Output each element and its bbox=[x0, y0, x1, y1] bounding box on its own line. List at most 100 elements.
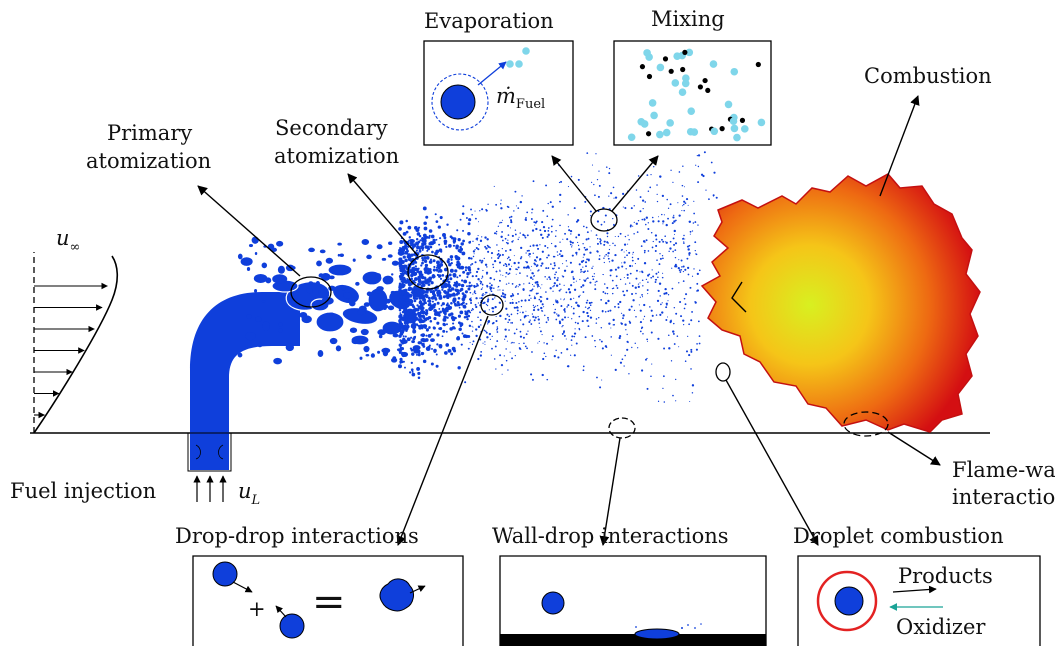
spray-droplet bbox=[547, 233, 550, 236]
spray-droplet bbox=[582, 225, 585, 228]
spray-droplet bbox=[499, 354, 502, 357]
spray-droplet bbox=[594, 281, 596, 283]
spray-droplet bbox=[558, 253, 561, 256]
spray-droplet bbox=[603, 243, 606, 246]
spray-blob bbox=[381, 257, 387, 261]
spray-droplet bbox=[457, 366, 461, 370]
spray-droplet bbox=[469, 311, 472, 314]
spray-droplet bbox=[667, 294, 670, 296]
spray-droplet bbox=[694, 241, 697, 244]
spray-droplet bbox=[529, 276, 533, 279]
spray-blob bbox=[382, 350, 389, 357]
spray-droplet bbox=[657, 220, 660, 223]
spray-droplet bbox=[560, 298, 562, 300]
spray-droplet bbox=[466, 275, 469, 279]
spray-droplet bbox=[401, 273, 405, 277]
spray-droplet bbox=[553, 267, 555, 269]
spray-droplet bbox=[442, 322, 446, 326]
spray-droplet bbox=[507, 263, 511, 266]
spray-droplet bbox=[417, 305, 421, 310]
spray-droplet bbox=[688, 244, 691, 247]
fuel-mass-rate-symbol: ṁFuel bbox=[496, 84, 545, 112]
fuel-vapor-particle bbox=[666, 119, 674, 127]
spray-droplet bbox=[692, 222, 695, 224]
spray-droplet bbox=[480, 281, 483, 283]
fuel-vapor-particle bbox=[662, 128, 671, 137]
spray-blob bbox=[255, 316, 262, 323]
spray-droplet bbox=[518, 342, 520, 345]
spray-droplet bbox=[510, 220, 513, 222]
spray-droplet bbox=[504, 249, 507, 252]
spray-droplet bbox=[672, 394, 674, 397]
fuel-vapor-particle bbox=[687, 107, 696, 115]
spray-droplet bbox=[509, 259, 512, 261]
spray-droplet bbox=[479, 319, 482, 322]
spray-droplet bbox=[568, 291, 572, 294]
spray-droplet bbox=[507, 234, 510, 236]
spray-droplet bbox=[683, 323, 685, 326]
spray-droplet bbox=[550, 263, 552, 265]
spray-droplet bbox=[447, 280, 451, 284]
spray-droplet bbox=[538, 340, 540, 343]
spray-blob bbox=[261, 262, 268, 269]
spray-droplet bbox=[535, 227, 538, 231]
spray-droplet bbox=[457, 261, 460, 264]
spray-droplet bbox=[695, 253, 697, 255]
spray-droplet bbox=[637, 285, 640, 289]
spray-droplet bbox=[460, 242, 464, 246]
spray-droplet bbox=[420, 246, 425, 250]
spray-droplet bbox=[554, 235, 557, 237]
spray-droplet bbox=[398, 264, 403, 268]
spray-droplet bbox=[697, 224, 699, 226]
spray-droplet bbox=[411, 261, 415, 266]
spray-droplet bbox=[441, 274, 445, 277]
spray-droplet bbox=[479, 210, 481, 212]
spray-droplet bbox=[633, 221, 635, 223]
spray-droplet bbox=[552, 267, 554, 270]
spray-droplet bbox=[422, 316, 426, 319]
spray-droplet bbox=[531, 288, 534, 291]
spray-droplet bbox=[407, 256, 411, 260]
spray-droplet bbox=[591, 164, 594, 166]
wall-drop-inset bbox=[499, 555, 767, 646]
spray-droplet bbox=[484, 236, 487, 239]
spray-droplet bbox=[508, 282, 510, 284]
spray-droplet bbox=[559, 193, 562, 197]
spray-droplet bbox=[611, 288, 614, 290]
spray-droplet bbox=[459, 218, 462, 221]
spray-droplet bbox=[562, 275, 565, 278]
spray-droplet bbox=[696, 290, 698, 292]
spray-droplet bbox=[570, 306, 573, 308]
spray-droplet bbox=[448, 262, 452, 267]
spray-droplet bbox=[515, 302, 518, 305]
spray-droplet bbox=[495, 270, 498, 273]
spray-droplet bbox=[427, 303, 431, 307]
spray-droplet bbox=[667, 334, 670, 337]
spray-droplet bbox=[642, 318, 644, 320]
spray-droplet bbox=[596, 242, 599, 245]
spray-droplet bbox=[673, 322, 675, 325]
spray-droplet bbox=[418, 249, 422, 253]
spray-droplet bbox=[521, 195, 523, 197]
spray-droplet bbox=[551, 205, 554, 208]
spray-droplet bbox=[449, 268, 454, 273]
fuel-injection-label: Fuel injection bbox=[10, 479, 156, 503]
spray-droplet bbox=[515, 205, 517, 207]
spray-droplet bbox=[565, 338, 567, 340]
spray-droplet bbox=[541, 221, 544, 224]
spray-droplet bbox=[448, 244, 452, 248]
spray-droplet bbox=[583, 246, 586, 249]
spray-droplet bbox=[414, 289, 419, 294]
spray-droplet bbox=[452, 272, 457, 277]
oxidizer-particle bbox=[739, 117, 746, 123]
spray-droplet bbox=[546, 246, 549, 249]
spray-droplet bbox=[510, 313, 513, 316]
spray-droplet bbox=[669, 247, 672, 250]
spray-droplet bbox=[570, 354, 572, 356]
spray-droplet bbox=[427, 299, 432, 303]
spray-droplet bbox=[400, 275, 404, 279]
spray-droplet bbox=[634, 286, 637, 289]
spray-droplet bbox=[596, 220, 600, 223]
spray-droplet bbox=[420, 333, 424, 337]
spray-blob bbox=[349, 327, 358, 333]
